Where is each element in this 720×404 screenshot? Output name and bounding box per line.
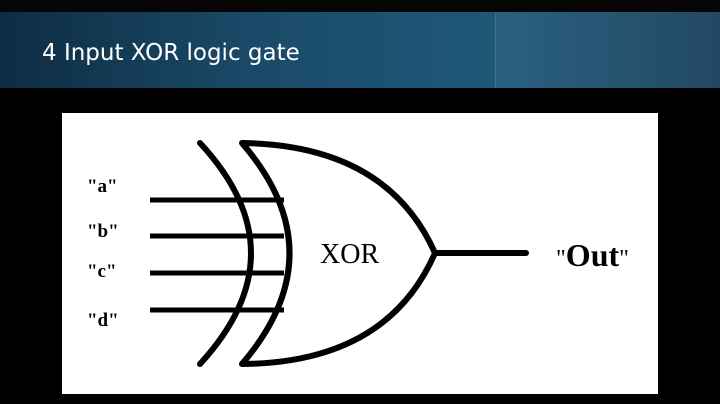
input-label-d: "d": [87, 310, 119, 331]
output-open-quote: ": [556, 246, 566, 272]
slide-title: 4 Input XOR logic gate: [42, 40, 300, 66]
banner-accent-panel: [495, 12, 720, 88]
input-label-c: "c": [87, 261, 117, 282]
gate-body: [239, 140, 438, 367]
top-strip: [0, 0, 720, 12]
xor-gate-svg: XOR "a" "b" "c" "d" "Out": [87, 140, 629, 367]
xor-input-arc: [197, 140, 254, 367]
input-label-b: "b": [87, 221, 119, 242]
output-name: Out: [566, 237, 620, 273]
output-close-quote: ": [619, 246, 629, 272]
title-banner: 4 Input XOR logic gate: [0, 12, 720, 88]
input-label-a: "a": [87, 176, 118, 197]
xor-gate-diagram: XOR "a" "b" "c" "d" "Out": [62, 113, 658, 394]
output-label: "Out": [556, 237, 629, 273]
gate-label: XOR: [320, 239, 379, 270]
